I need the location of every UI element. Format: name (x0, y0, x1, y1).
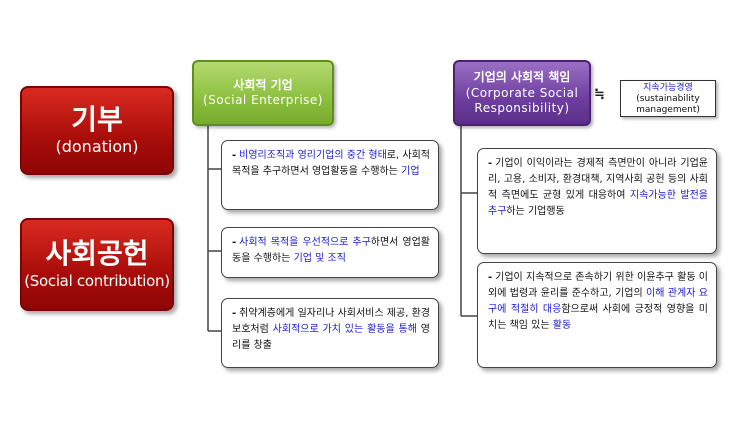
csr-header: 기업의 사회적 책임 (Corporate Social Responsibil… (453, 60, 591, 126)
se-item-2-text-a: 사회적 목적을 우선적으로 추구 (239, 237, 371, 248)
social-enterprise-header-en: (Social Enterprise) (203, 93, 323, 108)
csr-item-1-dash: - (488, 158, 493, 169)
social-contribution-box: 사회공헌 (Social contribution) (20, 218, 174, 311)
donation-subtitle: (donation) (55, 137, 139, 157)
csr-header-ko: 기업의 사회적 책임 (473, 70, 571, 85)
se-item-3-text-c: 영리를 창출 (232, 324, 431, 351)
csr-header-en-2: Responsibility) (474, 100, 570, 115)
se-item-3: -취약계층에게 일자리나 사회서비스 제공, 환경보호처럼 사회적으로 가치 있… (221, 298, 439, 368)
csr-item-2-dash: - (488, 272, 493, 283)
csr-item-2-text-c: 함으로써 사회에 긍정적 영향을 미치는 책임 있는 (488, 304, 709, 331)
csr-item-2: -기업이 지속적으로 존속하기 위한 이윤추구 활동 이외에 법령과 윤리를 준… (477, 262, 717, 368)
se-item-2-text-c: 기업 및 조직 (293, 253, 346, 264)
approx-symbol: ≒ (594, 87, 605, 102)
csr-item-1-text-b: 지속가능한 발전을 추구 (488, 190, 709, 217)
csr-header-en-1: (Corporate Social (465, 85, 579, 100)
csr-item-2-text-b: 이해 관계자 요구에 적절히 대응 (488, 288, 708, 315)
se-item-2: -사회적 목적을 우선적으로 추구하면서 영업활동을 수행하는 기업 및 조직 (221, 227, 439, 278)
social-enterprise-header: 사회적 기업 (Social Enterprise) (192, 60, 334, 126)
se-item-1-text-b: 로, 사회적 목적을 추구하면서 영업활동을 수행하는 (232, 150, 430, 177)
social-contribution-title: 사회공헌 (45, 237, 149, 271)
csr-item-1: -기업이 이익이라는 경제적 측면만이 아니라 기업윤리, 고용, 소비자, 환… (477, 148, 717, 254)
se-item-2-text-b: 하면서 영업활동을 수행하는 (232, 237, 430, 264)
sustainability-en-1: (sustainability (636, 94, 700, 104)
csr-item-1-text-a: 기업이 이익이라는 경제적 측면만이 아니라 기업윤리, 고용, 소비자, 환경… (488, 158, 708, 201)
se-item-2-dash: - (232, 237, 237, 248)
se-item-1-text-a: 비영리조직과 영리기업의 중간 형태 (239, 150, 387, 161)
csr-item-1-text-c: 하는 기업행동 (506, 206, 565, 217)
sustainability-en-2: management) (636, 105, 700, 115)
se-item-1-text-c: 기업 (401, 166, 420, 177)
se-item-3-text-a: 취약계층에게 일자리나 사회서비스 제공, 환경보호처럼 (232, 308, 430, 335)
se-item-1-dash: - (232, 150, 237, 161)
social-contribution-subtitle: (Social contribution) (24, 271, 170, 290)
se-item-1: -비영리조직과 영리기업의 중간 형태로, 사회적 목적을 추구하면서 영업활동… (221, 140, 439, 210)
donation-box: 기부 (donation) (20, 86, 174, 175)
csr-item-2-text-a: 기업이 지속적으로 존속하기 위한 이윤추구 활동 이외에 법령과 윤리를 준수… (488, 272, 708, 299)
sustainability-ko: 지속가능경영 (643, 83, 693, 93)
donation-title: 기부 (71, 102, 123, 136)
csr-item-2-text-d: 활동 (552, 320, 572, 331)
se-item-3-dash: - (232, 308, 237, 319)
se-item-3-text-b: 사회적으로 가치 있는 활동을 통해 (272, 324, 417, 335)
social-enterprise-header-ko: 사회적 기업 (233, 77, 293, 92)
sustainability-box: 지속가능경영 (sustainability management) (620, 80, 716, 117)
